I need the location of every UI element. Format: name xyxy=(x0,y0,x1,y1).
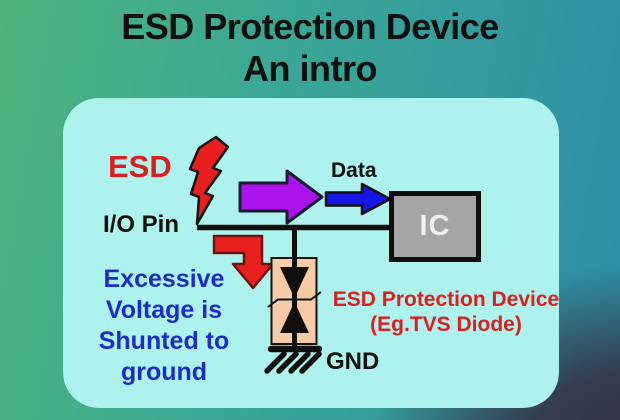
tvs-diode-symbol xyxy=(267,257,322,345)
ground-symbol-icon xyxy=(264,345,323,374)
tvs-upper-diode-triangle xyxy=(280,267,309,298)
protection-device-caption-line1: ESD Protection Device xyxy=(332,288,560,311)
page-title-line2: An intro xyxy=(243,48,377,89)
purple-surge-arrow-icon xyxy=(238,169,324,225)
page-title-line1: ESD Protection Device xyxy=(121,6,499,47)
shunt-caption-line: ground xyxy=(120,358,208,386)
lightning-bolt-icon xyxy=(188,135,230,226)
shunt-caption-line: Excessive xyxy=(103,265,225,293)
tvs-lower-diode-triangle xyxy=(280,302,309,333)
ic-label: IC xyxy=(419,210,451,242)
shunt-caption-line: Shunted to xyxy=(98,327,230,355)
blue-data-arrow-icon xyxy=(324,182,392,216)
red-elbow-down-arrow-icon xyxy=(212,234,275,290)
shunt-caption-line: Voltage is xyxy=(105,296,223,324)
esd-label: ESD xyxy=(108,149,172,184)
shunt-caption: Excessive Voltage is Shunted to ground xyxy=(88,264,240,388)
gnd-label: GND xyxy=(326,348,380,375)
page-title: ESD Protection Device An intro xyxy=(0,6,620,90)
protection-device-caption: ESD Protection Device (Eg.TVS Diode) xyxy=(330,287,562,337)
data-label: Data xyxy=(331,159,377,182)
ic-box: IC xyxy=(389,191,481,262)
tvs-zener-bar xyxy=(267,291,322,308)
protection-device-caption-line2: (Eg.TVS Diode) xyxy=(370,313,522,336)
io-pin-label: I/O Pin xyxy=(103,211,180,238)
